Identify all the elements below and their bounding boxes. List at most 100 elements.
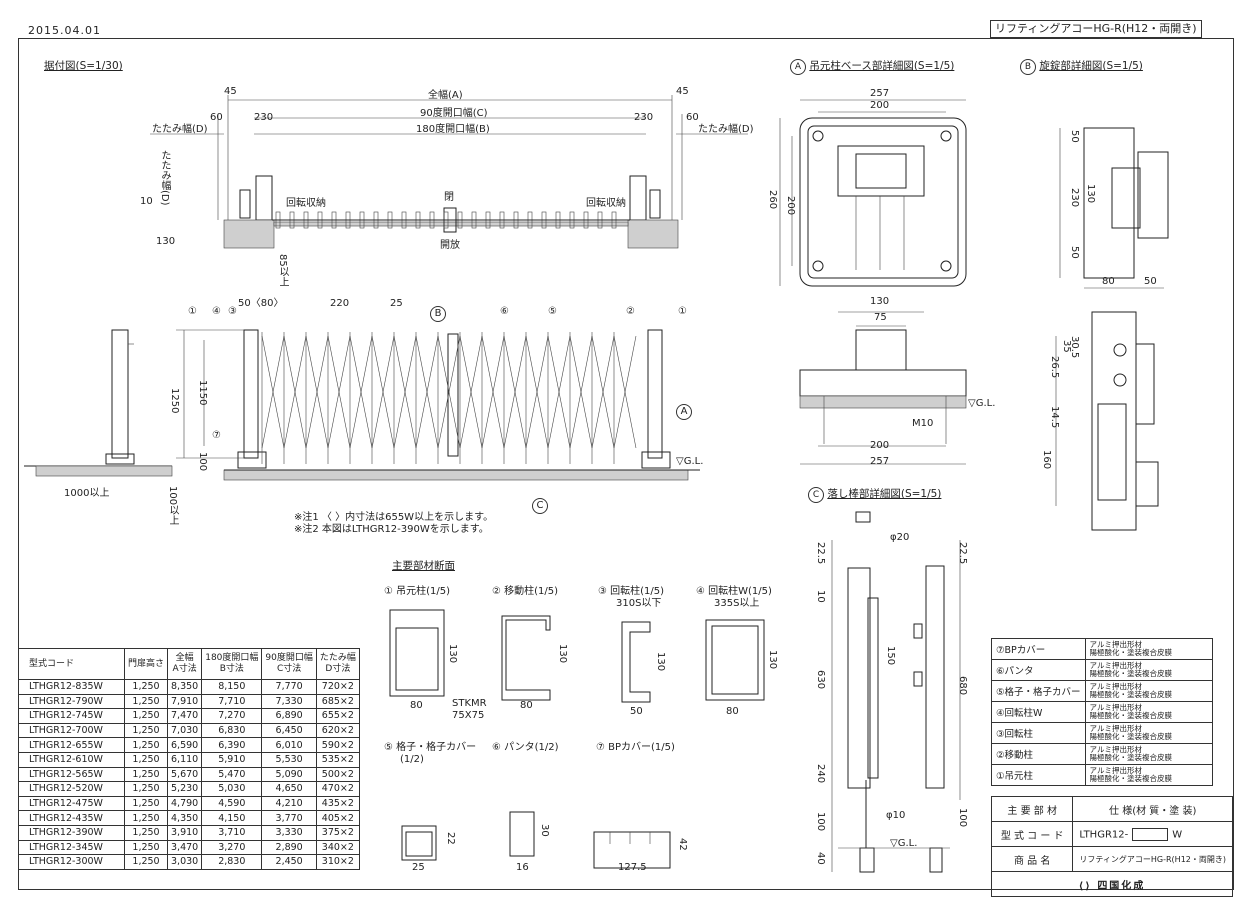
callout-1-left: ①: [188, 306, 197, 317]
spec-cell: 4,210: [261, 795, 317, 812]
spec-cell: 3,770: [261, 810, 317, 826]
spec-cell: 7,910: [167, 693, 203, 710]
elevation-view: [24, 329, 700, 481]
spec-cell: 7,710: [201, 693, 263, 710]
section-1-width: 80: [410, 700, 423, 711]
label-phi20: φ20: [890, 532, 910, 543]
spec-cell: 6,890: [261, 708, 317, 724]
drawing-frame: [18, 38, 1234, 890]
label-over-100: 100以上: [167, 486, 178, 526]
dim-a-260: 260: [767, 190, 778, 210]
dim-elev-1250: 1250: [169, 388, 180, 414]
spec-cell: 8,150: [201, 679, 263, 695]
parts-footer-table: 主 要 部 材 仕 様(材 質・塗 装) 型 式 コ ー ド LTHGR12-W…: [990, 796, 1233, 897]
dim-c-22-5-left: 22.5: [815, 542, 826, 565]
spec-header-0: 型式コード: [18, 648, 125, 680]
spec-cell: 7,330: [261, 693, 317, 710]
part-name: ⑥パンタ: [991, 659, 1086, 681]
spec-cell: 4,650: [261, 781, 317, 797]
lattice-bar: [261, 335, 285, 449]
part-name: ⑤格子・格子カバー: [991, 680, 1086, 702]
spec-cell: 7,030: [167, 722, 203, 739]
spec-cell: 470×2: [315, 781, 360, 797]
spec-cell: 720×2: [315, 679, 360, 695]
parts-row: ③回転柱アルミ押出形材 陽極酸化・塗装複合皮膜: [991, 722, 1213, 744]
spec-cell: LTHGR12-835W: [18, 679, 125, 695]
callout-2: ②: [626, 306, 635, 317]
spec-cell: 4,590: [201, 795, 263, 812]
dim-b-50-top: 50: [1069, 130, 1080, 143]
label-gl-detail-a: ▽G.L.: [968, 398, 996, 409]
spec-cell: 1,250: [123, 795, 169, 812]
dim-plan-230-right: 230: [634, 112, 654, 123]
label-open-180: 180度開口幅(B): [416, 124, 490, 135]
section-label-1: ① 吊元柱(1/5): [384, 586, 451, 597]
label-stkmr: STKMR: [452, 698, 487, 709]
section-title-layout: 据付図(S=1/30): [44, 60, 123, 72]
lattice-bar: [613, 335, 637, 449]
spec-cell: 1,250: [123, 722, 169, 739]
lattice-bar: [305, 335, 329, 449]
spec-cell: LTHGR12-745W: [18, 708, 125, 724]
label-closed: 閉: [444, 192, 454, 203]
dim-plan-130: 130: [156, 236, 176, 247]
callout-b: B: [430, 306, 446, 322]
spec-cell: 500×2: [315, 766, 360, 783]
spec-cell: LTHGR12-655W: [18, 737, 125, 753]
spec-cell: 8,350: [167, 679, 203, 695]
callout-3: ③: [228, 306, 237, 317]
part-name: ⑦BPカバー: [991, 638, 1086, 660]
section-7-width: 127.5: [618, 862, 647, 873]
label-m10: M10: [912, 418, 934, 429]
spec-cell: 340×2: [315, 839, 360, 856]
part-name: ③回転柱: [991, 722, 1086, 744]
section-2-height: 130: [557, 644, 568, 664]
spec-cell: 6,010: [261, 737, 317, 753]
label-rotate-right: 回転収納: [586, 198, 626, 209]
section-sub-3: 310S以下: [616, 598, 662, 609]
footer-product-value: リフティングアコーHG-R(H12・両開き): [1072, 846, 1233, 872]
spec-cell: 6,390: [201, 737, 263, 753]
dim-b-230: 230: [1069, 188, 1080, 208]
product-title-box: リフティングアコーHG-R(H12・両開き): [990, 20, 1202, 38]
label-fold-vertical: たたみ幅(D): [159, 150, 170, 206]
label-rotate-left: 回転収納: [286, 198, 326, 209]
section-sub-4: 335S以上: [714, 598, 760, 609]
spec-cell: 7,470: [167, 708, 203, 724]
dim-a-130: 130: [870, 296, 890, 307]
part-name: ④回転柱W: [991, 701, 1086, 723]
section-label-3: ③ 回転柱(1/5): [598, 586, 665, 597]
section-1-height: 130: [447, 644, 458, 664]
section-5-height: 22: [445, 832, 456, 845]
spec-cell: 2,450: [261, 854, 317, 870]
dim-a-200-top: 200: [870, 100, 890, 111]
label-over-1000: 1000以上: [64, 488, 110, 499]
spec-cell: 4,150: [201, 810, 263, 826]
spec-cell: 4,790: [167, 795, 203, 812]
label-gl-detail-c: ▽G.L.: [890, 838, 918, 849]
detail-a-drawing: [779, 99, 967, 465]
section-title-detail-b: B 旋錠部詳細図(S=1/5): [1020, 58, 1143, 75]
spec-cell: 655×2: [315, 708, 360, 724]
plan-view: [150, 95, 748, 249]
label-open: 開放: [440, 240, 460, 251]
spec-cell: LTHGR12-520W: [18, 781, 125, 797]
spec-cell: LTHGR12-300W: [18, 854, 125, 870]
part-section-shapes: [389, 609, 765, 869]
spec-cell: 1,250: [123, 839, 169, 856]
spec-cell: 535×2: [315, 751, 360, 768]
dim-b-14-5: 14.5: [1049, 406, 1060, 429]
part-material: アルミ押出形材 陽極酸化・塗装複合皮膜: [1084, 659, 1213, 681]
lattice-bar: [591, 335, 615, 449]
spec-cell: 405×2: [315, 810, 360, 826]
label-open-90: 90度開口幅(C): [420, 108, 488, 119]
dim-elev-220: 220: [330, 298, 350, 309]
dim-b-30-5: 30.5: [1069, 336, 1080, 359]
spec-cell: LTHGR12-345W: [18, 839, 125, 856]
spec-cell: 685×2: [315, 693, 360, 710]
